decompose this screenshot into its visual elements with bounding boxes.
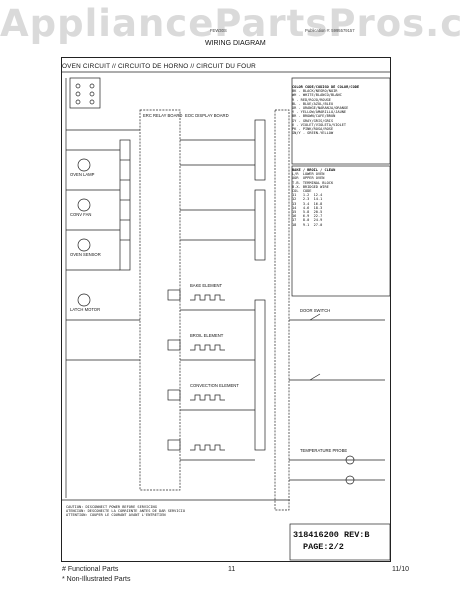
broil-element-label: BROIL ELEMENT bbox=[190, 333, 224, 338]
code-line: 13 3.4 16.8 bbox=[292, 201, 323, 206]
lamp-label: OVEN LAMP bbox=[70, 172, 95, 177]
legend-line: OR - ORANGE/NARANJA/ORANGE bbox=[292, 106, 349, 111]
diagram-page-number: PAGE:2/2 bbox=[303, 542, 344, 552]
code-title: BAKE / BROIL / CLEAN bbox=[292, 168, 336, 172]
legend-title: COLOR CODE/CODIGO DE COLOR/CODE bbox=[292, 85, 360, 89]
door-switch-label: DOOR SWITCH bbox=[300, 308, 331, 313]
code-line: 18 9.1 27.0 bbox=[292, 222, 323, 227]
legend-line: R - RED/ROJO/ROUGE bbox=[292, 97, 331, 102]
page-title: WIRING DIAGRAM bbox=[205, 40, 266, 47]
legend-line: GY - GRAY/GRIS/GRIS bbox=[292, 118, 334, 123]
publication-number: Publication #: 5995579157 bbox=[305, 28, 355, 33]
code-line: 12 2.3 14.1 bbox=[292, 197, 323, 202]
sensor-label: OVEN SENSOR bbox=[70, 252, 101, 257]
legend-line: BR - BROWN/CAFE/BRUN bbox=[292, 114, 336, 119]
code-table: BAKE / BROIL / CLEAN L/R LOWER OVEN UOR … bbox=[292, 168, 390, 227]
convection-label: CONVECTION ELEMENT bbox=[190, 383, 239, 388]
color-legend: COLOR CODE/CODIGO DE COLOR/CODE BK - BLA… bbox=[292, 85, 390, 135]
watermark: AppliancePartsPros.com bbox=[0, 2, 464, 45]
document-number: 318416200 REV:B bbox=[293, 530, 370, 540]
legend-line: V - VIOLET/VIOLETA/VIOLET bbox=[292, 122, 347, 127]
code-line: B.X. BRIDGED WIRE bbox=[292, 184, 329, 189]
code-line: L/R LOWER OVEN bbox=[292, 172, 325, 177]
non-illustrated-parts-note: * Non-Illustrated Parts bbox=[62, 576, 131, 583]
functional-parts-note: # Functional Parts bbox=[62, 566, 119, 573]
code-line: 17 8.0 24.9 bbox=[292, 218, 323, 223]
code-line: 16 6.9 22.7 bbox=[292, 214, 323, 219]
code-line: UOR UPPER OVEN bbox=[292, 176, 325, 181]
code-line: 15 5.8 20.5 bbox=[292, 210, 323, 215]
legend-line: PK - PINK/ROSA/ROSE bbox=[292, 127, 334, 132]
display-board-label: EOC DISPLAY BOARD bbox=[185, 113, 229, 118]
bake-element-label: BAKE ELEMENT bbox=[190, 283, 223, 288]
legend-line: BK - BLACK/NEGRO/NOIR bbox=[292, 89, 338, 94]
model-number: FEW30S bbox=[210, 28, 227, 33]
legend-line: GN/Y - GREEN-YELLOW bbox=[292, 131, 334, 136]
legend-line: Y - YELLOW/AMARILLO/JAUNE bbox=[292, 110, 347, 115]
fan-label: CONV FAN bbox=[70, 212, 92, 217]
code-line: COL CODE bbox=[292, 189, 312, 194]
code-line: 14 4.6 18.3 bbox=[292, 205, 323, 210]
relay-board-label: ERC RELAY BOARD bbox=[143, 113, 183, 118]
legend-line: WH - WHITE/BLANCO/BLANC bbox=[292, 93, 342, 98]
wiring-diagram bbox=[61, 57, 391, 562]
circuit-banner: OVEN CIRCUIT // CIRCUITO DE HORNO // CIR… bbox=[62, 63, 256, 70]
code-line: 11 1.2 12.4 bbox=[292, 193, 323, 198]
page-number: 11 bbox=[228, 566, 236, 573]
latch-motor-label: LATCH MOTOR bbox=[70, 307, 101, 312]
revision-date: 11/10 bbox=[392, 566, 409, 573]
warning-text: CAUTION: DISCONNECT POWER BEFORE SERVICI… bbox=[66, 505, 185, 518]
probe-label: TEMPERATURE PROBE bbox=[300, 448, 348, 453]
legend-line: BL - BLUE/AZUL/BLEU bbox=[292, 101, 334, 106]
code-line: T.B. TERMINAL BLOCK bbox=[292, 180, 334, 185]
